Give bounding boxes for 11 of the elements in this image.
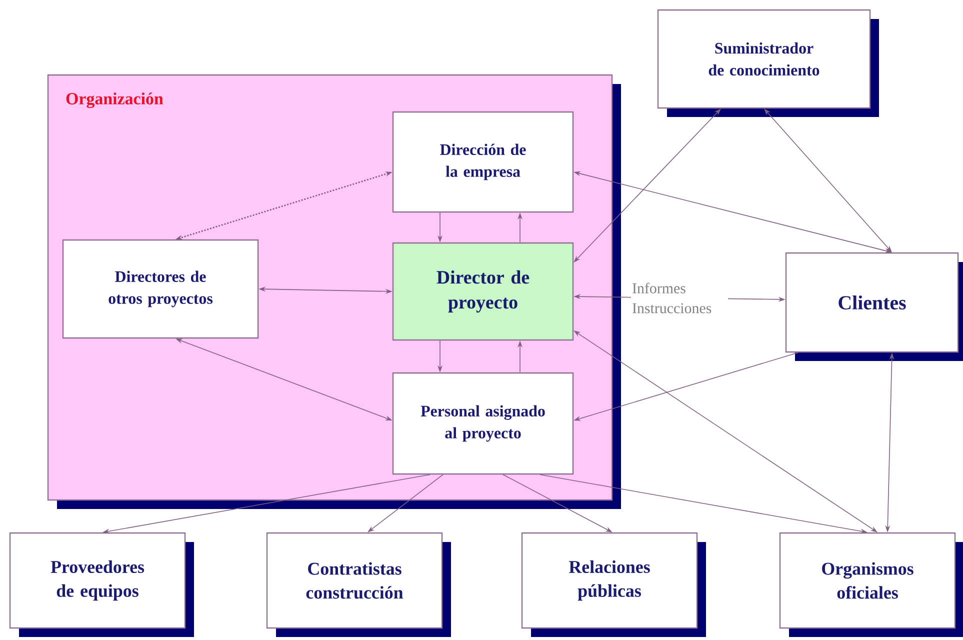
process-box: Personal asignado al proyecto xyxy=(392,372,574,475)
process-box: Dirección de la empresa xyxy=(392,111,574,213)
process-box: Suministrador de conocimiento xyxy=(657,9,879,117)
process-box: Contratistas construcción xyxy=(266,532,451,637)
process-box: Director de proyecto xyxy=(392,242,574,341)
process-box: Organismos oficiales xyxy=(779,532,963,637)
process-box: Relaciones públicas xyxy=(521,532,706,637)
process-box: Proveedores de equipos xyxy=(9,532,194,637)
process-box: Directores de otros proyectos xyxy=(62,239,259,339)
process-box: Clientes xyxy=(785,252,963,361)
edge-label: Informes Instrucciones xyxy=(631,282,728,314)
